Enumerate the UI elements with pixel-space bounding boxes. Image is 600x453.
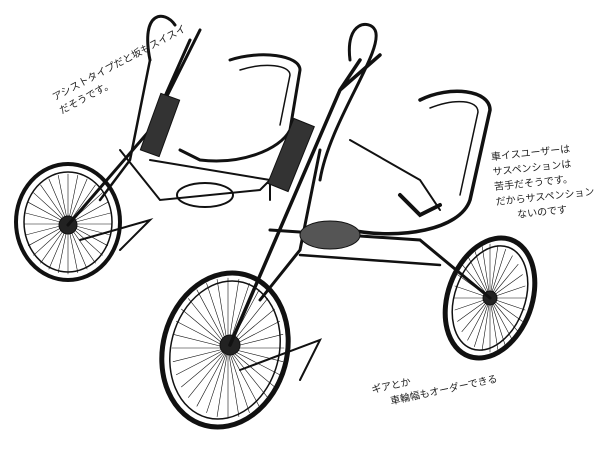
handcycle-right — [159, 22, 538, 430]
spoke — [172, 334, 229, 349]
spoke — [227, 347, 268, 398]
spoke — [196, 347, 229, 407]
spoke — [188, 347, 229, 398]
spoke — [489, 297, 513, 341]
spoke — [175, 320, 229, 349]
spoke — [467, 297, 491, 341]
spoke — [489, 255, 513, 299]
spoke — [489, 297, 506, 347]
spoke — [216, 347, 229, 417]
spoke — [227, 347, 250, 413]
spoke — [481, 245, 491, 299]
front-wheel-right — [159, 270, 291, 430]
spoke — [489, 245, 499, 299]
spoke — [227, 347, 240, 417]
spoke — [227, 347, 260, 407]
spoke — [175, 347, 229, 376]
front-wheel-left — [14, 162, 122, 282]
spoke — [227, 347, 275, 388]
spoke — [467, 255, 491, 299]
spoke — [206, 347, 229, 413]
annotation-suspension: 車イスユーザーは サスペンションは 苦手だそうです。 だからサスペンション ない… — [490, 140, 596, 225]
spoke — [481, 297, 491, 351]
spoke — [474, 297, 491, 347]
spoke — [489, 249, 506, 299]
spoke — [172, 347, 229, 362]
spoke — [489, 297, 499, 351]
spoke — [474, 249, 491, 299]
spoke — [181, 347, 229, 388]
